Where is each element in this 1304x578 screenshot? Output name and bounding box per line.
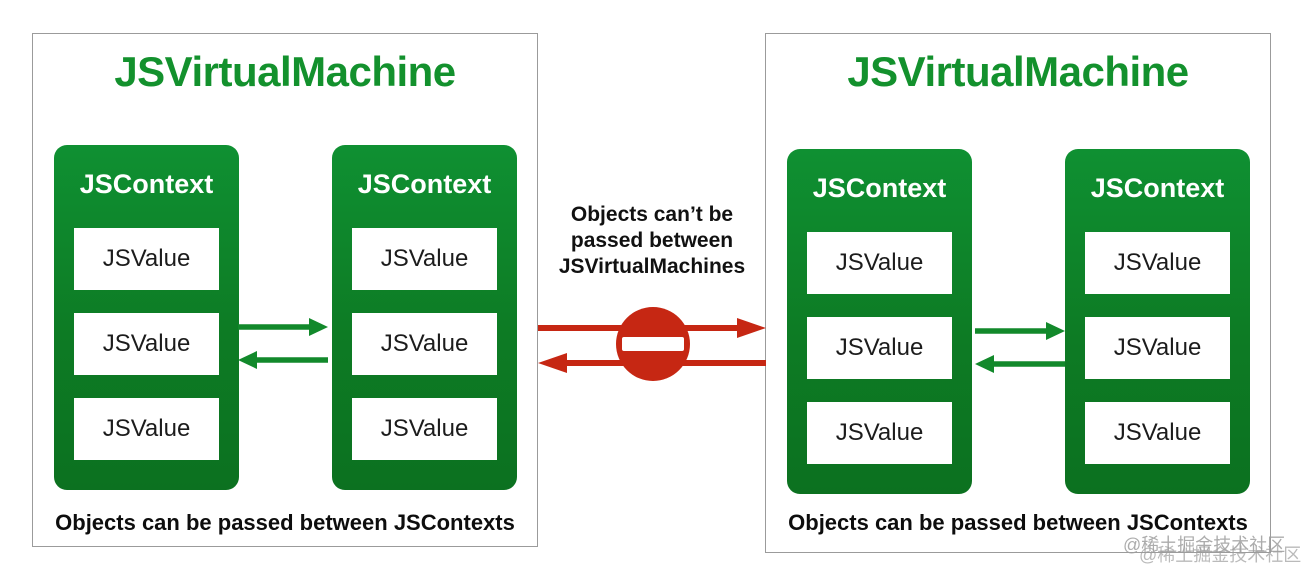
jsvalue-box: JSValue xyxy=(807,232,952,294)
jsvalue-box: JSValue xyxy=(352,398,497,460)
jsvalue-box: JSValue xyxy=(352,313,497,375)
watermark-text: @稀土掘金技术社区 xyxy=(1139,545,1302,565)
jscontext-box: JSContext JSValue JSValue JSValue xyxy=(1065,149,1250,494)
jscontext-title: JSContext xyxy=(357,169,492,199)
no-entry-bar xyxy=(622,337,684,351)
green-arrow-right-icon xyxy=(975,322,1065,340)
jscontext-box: JSContext JSValue JSValue JSValue xyxy=(787,149,972,494)
vm-panel-left: JSVirtualMachine JSContext JSValue JSVal… xyxy=(32,33,538,547)
jsvalue-box: JSValue xyxy=(74,228,219,290)
jsvalue-box: JSValue xyxy=(74,313,219,375)
watermark-text: @稀土掘金技术社区 xyxy=(1123,535,1286,555)
green-arrow-left-icon xyxy=(975,355,1065,373)
no-entry-icon xyxy=(616,307,690,381)
vm-title: JSVirtualMachine xyxy=(847,48,1189,95)
jsvalue-box: JSValue xyxy=(74,398,219,460)
vm-caption: Objects can be passed between JSContexts xyxy=(55,510,515,535)
jsvalue-box: JSValue xyxy=(807,317,952,379)
jscontext-title: JSContext xyxy=(79,169,214,199)
vm-title: JSVirtualMachine xyxy=(114,48,456,95)
jsvalue-box: JSValue xyxy=(807,402,952,464)
jscontext-box: JSContext JSValue JSValue JSValue xyxy=(332,145,517,490)
green-arrow-right-icon xyxy=(238,318,328,336)
jscontext-box: JSContext JSValue JSValue JSValue xyxy=(54,145,239,490)
jsvalue-box: JSValue xyxy=(1085,232,1230,294)
jscontext-title: JSContext xyxy=(812,173,947,203)
green-arrow-left-icon xyxy=(238,351,328,369)
jsvalue-box: JSValue xyxy=(1085,317,1230,379)
vm-caption: Objects can be passed between JSContexts xyxy=(788,510,1248,535)
vm-panel-right: JSVirtualMachine JSContext JSValue JSVal… xyxy=(765,33,1271,553)
jsvalue-box: JSValue xyxy=(1085,402,1230,464)
center-note: Objects can’t be passed between JSVirtua… xyxy=(558,203,746,278)
jsvalue-box: JSValue xyxy=(352,228,497,290)
jscontext-title: JSContext xyxy=(1090,173,1225,203)
